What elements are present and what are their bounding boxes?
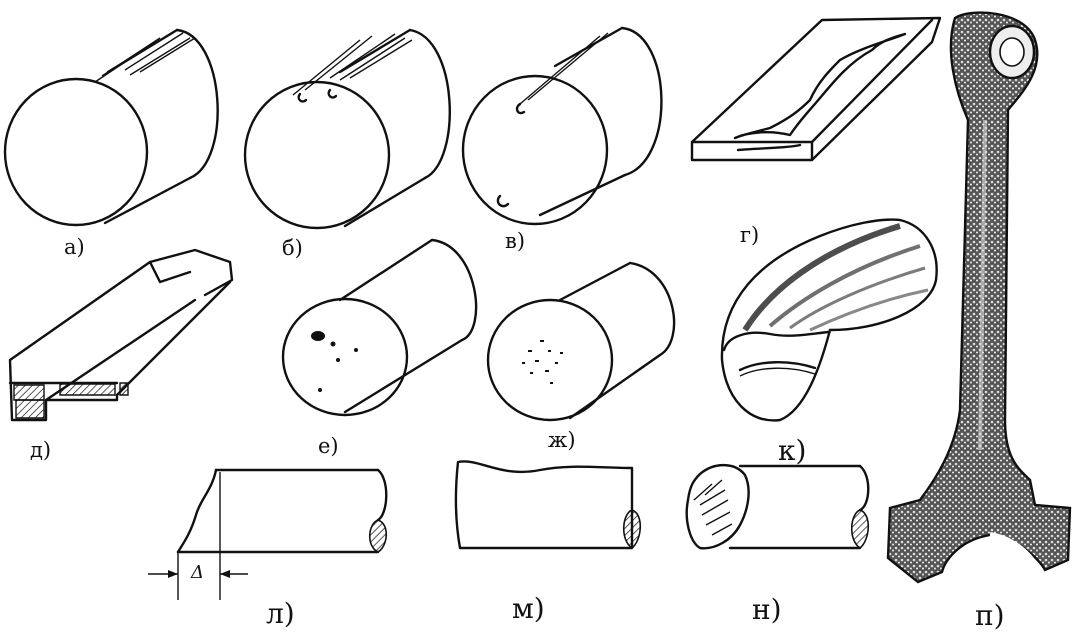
label-e: е) xyxy=(318,436,339,457)
figure-a-cylinder-grooves xyxy=(5,30,218,225)
figure-zh-cylinder-porosity xyxy=(488,263,674,420)
label-g: г) xyxy=(740,225,759,246)
figure-b-cylinder-lap xyxy=(245,30,450,228)
figure-e-cylinder-cavity xyxy=(283,240,476,415)
label-b: б) xyxy=(282,238,303,259)
label-a: а) xyxy=(64,237,85,258)
figure-d-channel xyxy=(10,250,232,420)
figure-n-shaft-burr xyxy=(687,465,869,548)
label-l: л) xyxy=(266,600,295,628)
figure-g-bar-crack xyxy=(692,18,940,160)
label-v: в) xyxy=(505,231,525,252)
label-k: к) xyxy=(778,437,806,465)
label-n: н) xyxy=(752,596,782,624)
figure-k-billet-crack xyxy=(722,220,937,421)
figure-m-shaft-irregular xyxy=(456,461,640,548)
label-d: д) xyxy=(30,440,51,461)
dimension-delta: Δ xyxy=(191,562,204,583)
figure-l-shaft-end-defect xyxy=(148,470,386,600)
label-m: м) xyxy=(512,595,545,623)
figure-v-cylinder-seam xyxy=(463,28,661,224)
label-zh: ж) xyxy=(548,430,576,451)
label-p: п) xyxy=(975,602,1005,630)
